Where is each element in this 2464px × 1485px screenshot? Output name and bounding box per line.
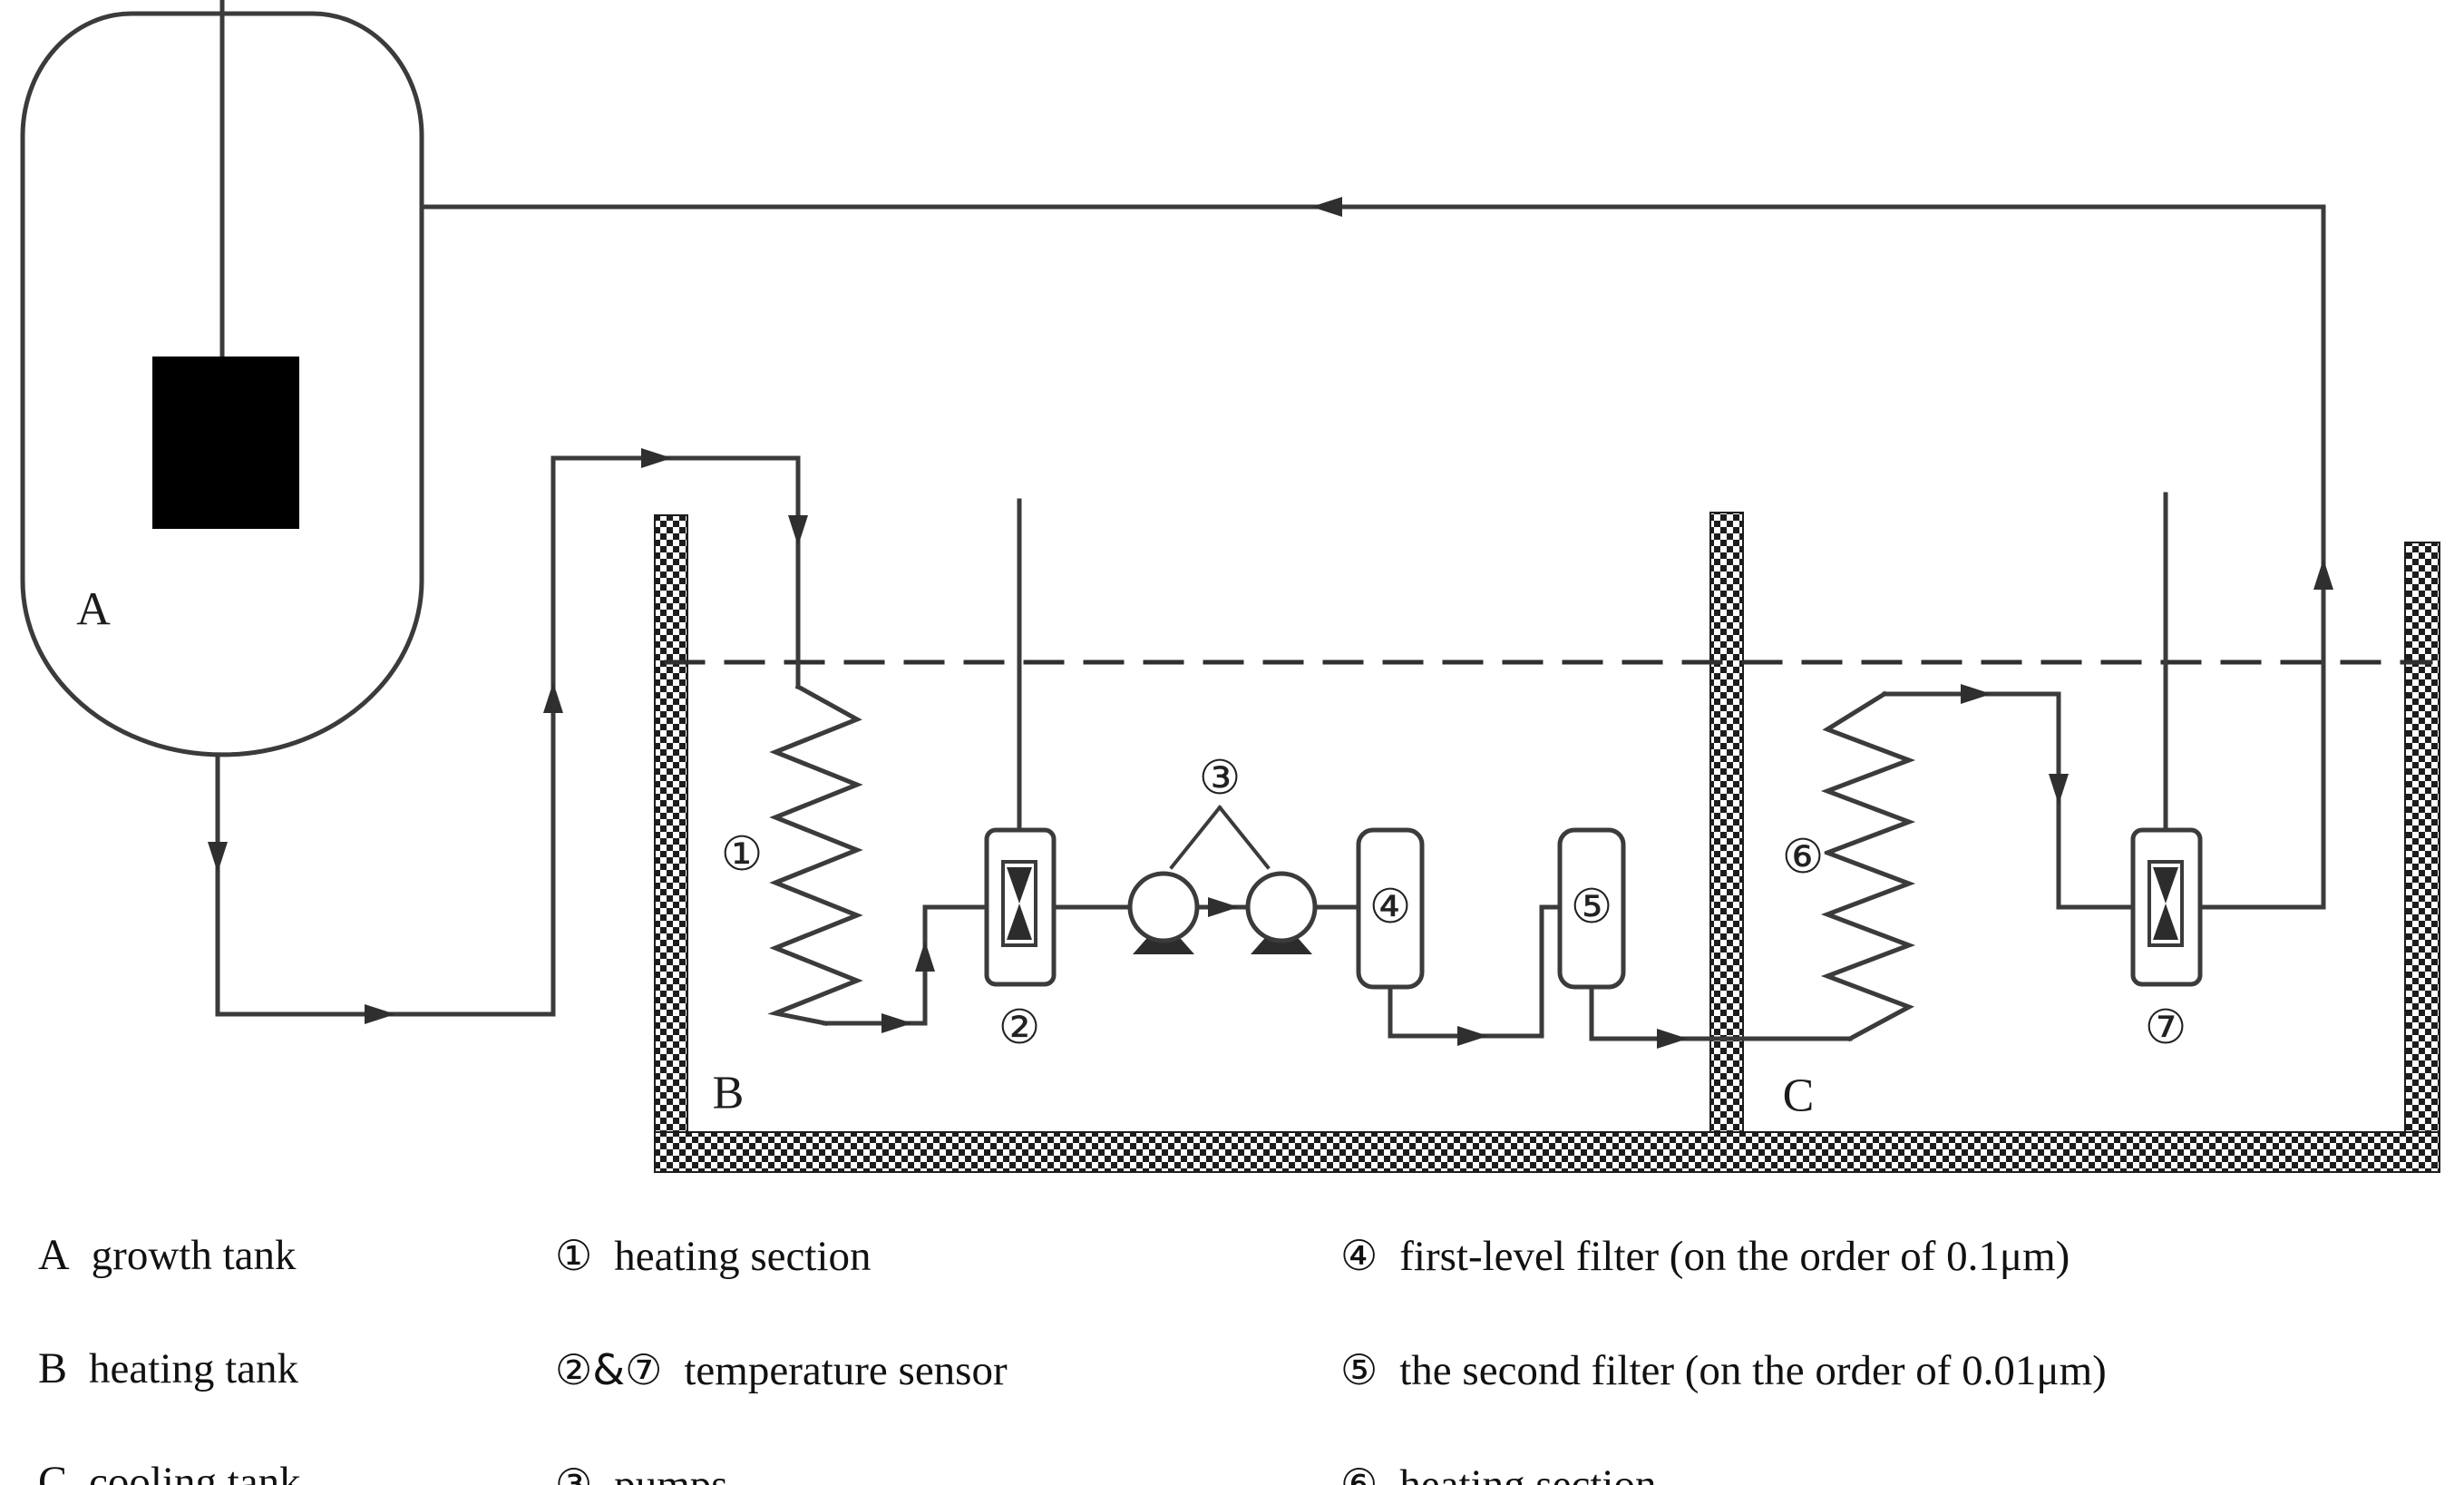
legend-label: temperature sensor — [684, 1347, 1008, 1394]
legend-item: ① heating section — [555, 1223, 1008, 1299]
legend-key: ① — [555, 1231, 593, 1280]
arrow-to-sensor7-down — [2049, 774, 2069, 805]
heating-coil-6 — [1820, 690, 1916, 1042]
vessel-outline — [20, 11, 424, 757]
coil1-to-sensor2 — [823, 904, 989, 1026]
legend-key: ⑥ — [1340, 1460, 1378, 1485]
legend-key: ③ — [555, 1460, 593, 1485]
arrow-coil6-top-right — [1961, 684, 1992, 704]
tank-b-left-wall — [654, 514, 688, 1173]
coil6-to-sensor7 — [1882, 691, 2136, 910]
circled-4-first-filter: ④ — [1368, 880, 1412, 934]
circled-6-heating-section: ⑥ — [1781, 830, 1825, 884]
legend-label: heating section — [614, 1233, 872, 1280]
legend-item: ③ pumps — [555, 1451, 1008, 1485]
filter4-to-filter5 — [1388, 904, 1563, 1039]
label-tank-b: B — [712, 1067, 745, 1119]
pump1-body — [1127, 871, 1200, 943]
legend-key: A — [38, 1231, 70, 1279]
circled-2-temp-sensor: ② — [998, 1001, 1041, 1055]
legend-label: growth tank — [91, 1232, 297, 1279]
legend-label: heating tank — [89, 1345, 299, 1392]
legend-column-parts: ① heating section ②&⑦ temperature sensor ③… — [555, 1223, 1008, 1485]
pumps — [1127, 805, 1318, 954]
circled-5-second-filter: ⑤ — [1570, 880, 1613, 934]
pump-callout-left — [1169, 805, 1222, 870]
tank-walls — [654, 512, 2440, 1173]
circled-3-pumps: ③ — [1198, 751, 1242, 806]
arrow-between-pumps — [1208, 897, 1239, 917]
arrow-filter5-out — [1657, 1029, 1688, 1049]
flow-arrows — [208, 197, 2333, 1049]
outlet-pipe-a — [215, 455, 801, 1017]
arrow-into-b-down — [788, 515, 808, 546]
legend-column-filters: ④ first-level filter (on the order of 0.1… — [1340, 1223, 2107, 1485]
label-tank-a: A — [76, 583, 111, 636]
pump-callout-right — [1217, 805, 1271, 870]
tank-divider-wall — [1709, 512, 1744, 1173]
tank-c-right-wall — [2404, 542, 2440, 1173]
return-pipe — [419, 204, 2326, 910]
legend-label: the second filter (on the order of 0.01μ… — [1399, 1347, 2107, 1394]
arrow-a-down — [208, 842, 228, 873]
temperature-sensor-7 — [2130, 492, 2203, 987]
legend-label: pumps — [614, 1461, 728, 1485]
legend-label: cooling tank — [89, 1459, 301, 1485]
legend-item: ⑥ heating section — [1340, 1451, 2107, 1485]
legend-key: ②&⑦ — [555, 1345, 663, 1394]
circled-1-heating-section: ① — [720, 827, 764, 882]
sensor2-bowtie-icon — [1007, 867, 1032, 940]
legend-key: ⑤ — [1340, 1345, 1378, 1394]
arrow-filter4-out — [1457, 1026, 1488, 1046]
pump2-body — [1245, 871, 1318, 943]
label-tank-c: C — [1782, 1070, 1815, 1122]
sensor7-bowtie-icon — [2153, 867, 2178, 940]
legend-item: ⑤ the second filter (on the order of 0.01… — [1340, 1337, 2107, 1413]
arrow-top-left — [1311, 197, 1342, 217]
arrow-to-sensor2-up — [915, 941, 935, 972]
legend-item: ④ first-level filter (on the order of 0.1… — [1340, 1223, 2107, 1299]
heating-coil-1 — [767, 683, 863, 1026]
arrow-coil1-out-right — [881, 1013, 912, 1033]
circled-7-temp-sensor: ⑦ — [2144, 1001, 2187, 1055]
legend-label: heating section — [1399, 1461, 1657, 1485]
seed-crystal — [152, 357, 299, 529]
legend-key: B — [38, 1344, 68, 1392]
legend-key: ④ — [1340, 1231, 1378, 1280]
filter5-to-coil6 — [1589, 984, 1853, 1041]
arrow-riser-up-left — [543, 682, 563, 713]
temperature-sensor-2 — [984, 498, 1057, 987]
legend-item: ②&⑦ temperature sensor — [555, 1337, 1008, 1413]
tank-bottom-wall — [654, 1131, 2440, 1173]
arrow-bottom-right — [365, 1004, 395, 1024]
legend-key: C — [38, 1458, 68, 1485]
growth-tank-vessel — [20, 0, 424, 757]
legend-label: first-level filter (on the order of 0.1μ… — [1399, 1233, 2070, 1280]
arrow-riser-up-right — [2313, 559, 2333, 590]
arrow-over-wall-right — [641, 448, 672, 468]
